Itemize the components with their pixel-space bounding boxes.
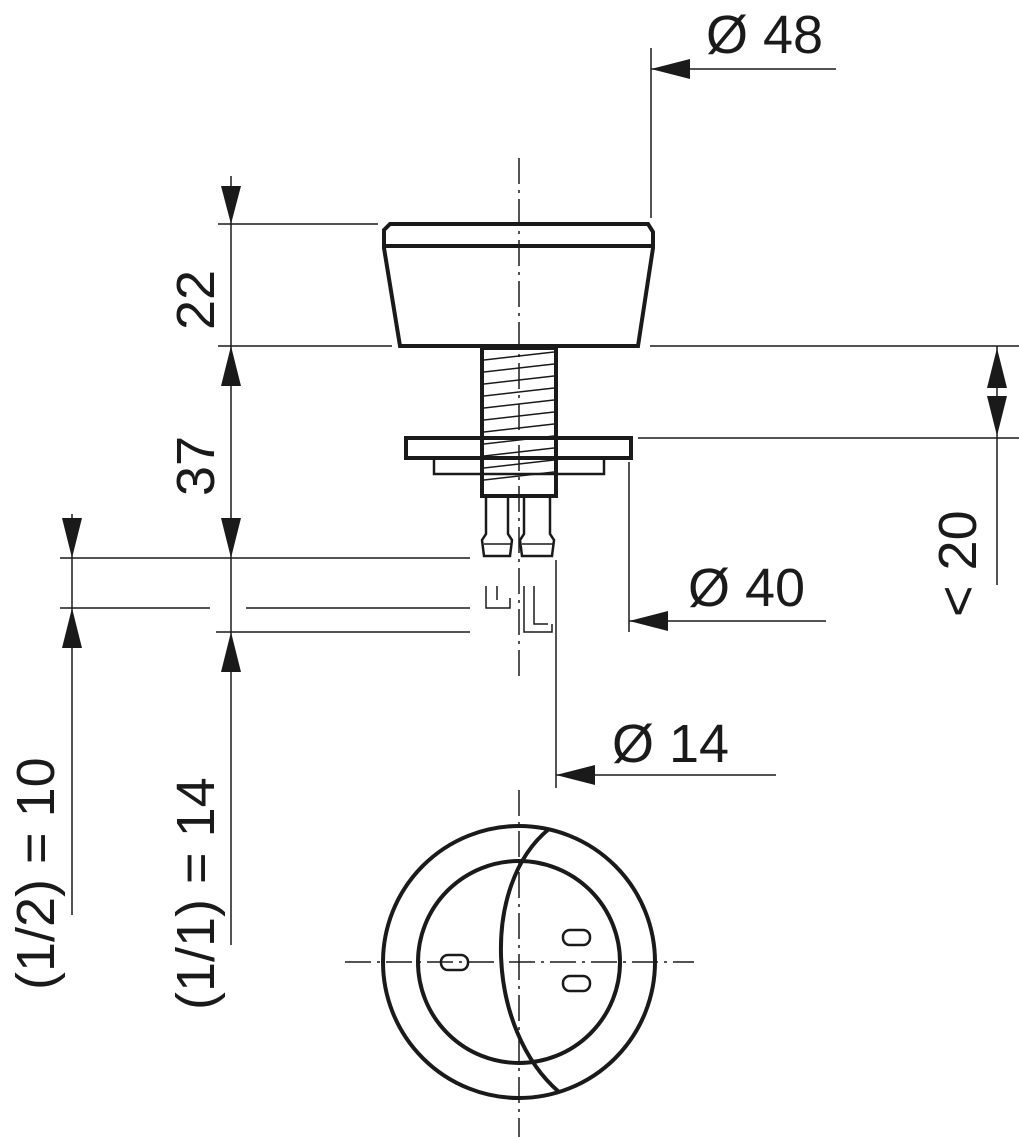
dimension-stem-diameter: Ø 14	[555, 560, 776, 788]
threaded-stem	[480, 346, 558, 498]
dimension-head-diameter: Ø 48	[650, 5, 836, 218]
half-flush-label: (1/2) = 10	[6, 757, 66, 990]
stem-length-label: 37	[166, 436, 226, 496]
plunger-half-position	[485, 586, 511, 609]
split-line	[498, 827, 561, 1094]
dimension-full-flush: (1/1) = 14	[166, 560, 241, 1010]
button-head	[382, 222, 655, 348]
plunger-right	[518, 496, 556, 558]
plunger-extension-lines	[60, 557, 470, 633]
full-flush-label: (1/1) = 14	[166, 777, 226, 1010]
head-diameter-label: Ø 48	[706, 5, 823, 65]
dimension-head-height: 22	[166, 176, 392, 347]
mounting-plate-lower	[432, 456, 606, 476]
inner-ring	[416, 859, 622, 1065]
panel-thickness-label: < 20	[928, 510, 988, 617]
plate-diameter-label: Ø 40	[688, 558, 805, 618]
full-flush-slot-top	[561, 928, 592, 947]
head-height-label: 22	[166, 270, 226, 330]
plunger-full-position	[523, 586, 553, 633]
top-view	[345, 790, 694, 1137]
side-view	[382, 158, 655, 680]
stem-diameter-label: Ø 14	[612, 714, 729, 774]
plunger-left	[480, 496, 514, 558]
dimension-panel-thickness: < 20	[638, 345, 1019, 617]
half-flush-slot	[439, 953, 470, 972]
dimension-plate-diameter: Ø 40	[628, 462, 826, 632]
stem-thread	[483, 351, 555, 481]
dimension-stem-length: 37	[166, 346, 241, 560]
outer-ring	[381, 824, 657, 1100]
dimension-half-flush: (1/2) = 10	[6, 514, 82, 990]
full-flush-slot-bottom	[561, 974, 592, 993]
